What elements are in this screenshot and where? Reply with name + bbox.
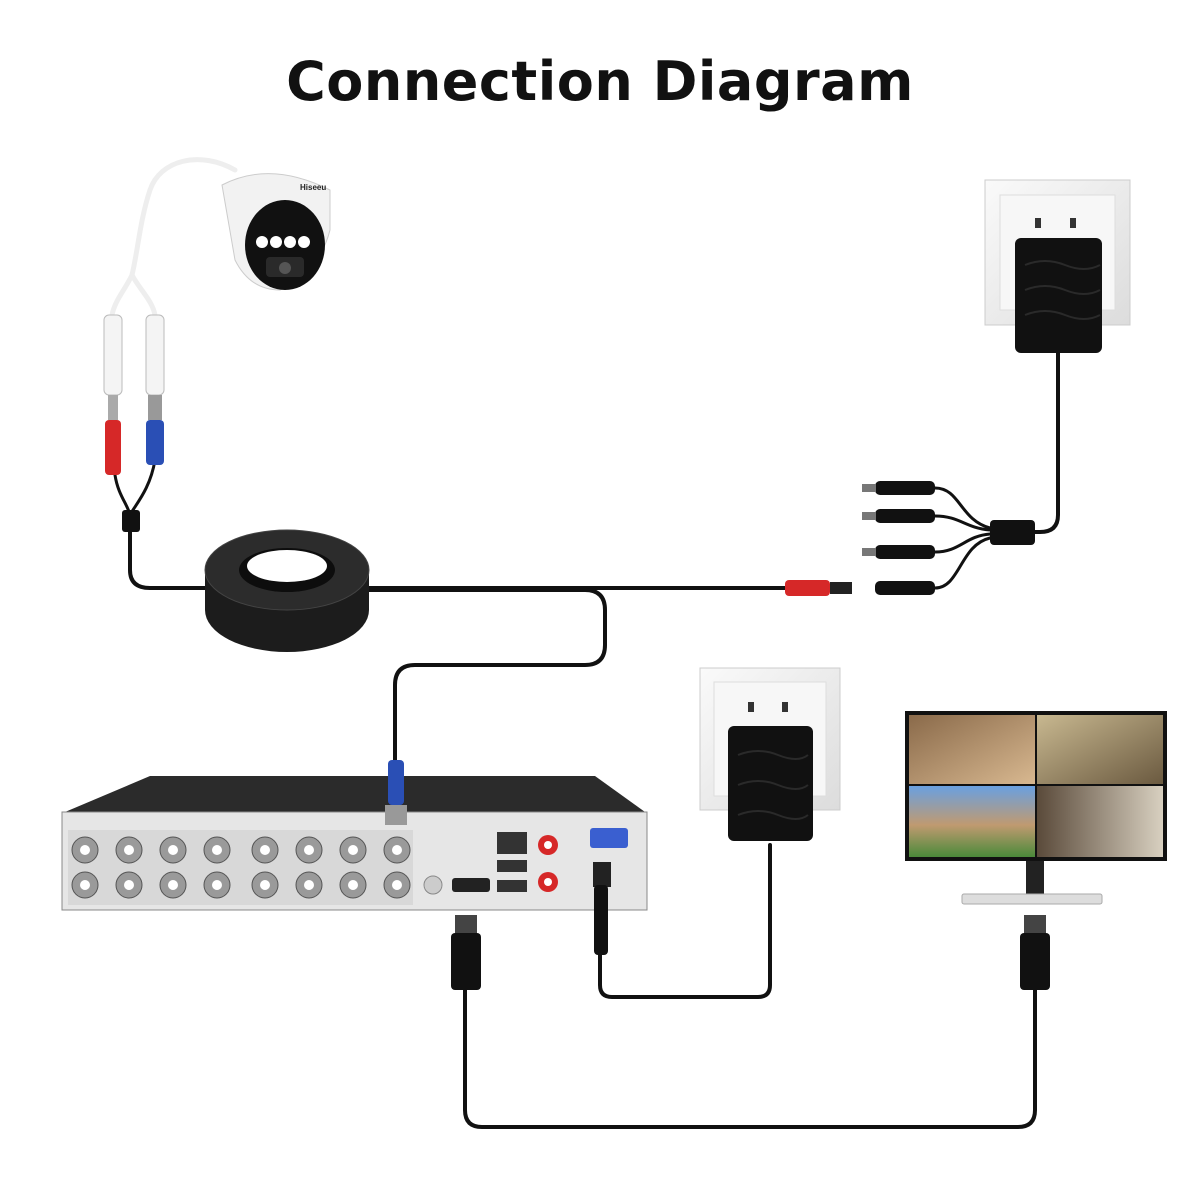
camera-feed-3	[909, 786, 1035, 857]
splitter-lead-1	[933, 486, 992, 530]
dvr-power-plug	[594, 885, 608, 955]
bnc-port-center	[260, 880, 270, 890]
bnc-port-center	[168, 880, 178, 890]
dc-power-connector	[785, 580, 852, 596]
camera-lead-cable	[129, 157, 238, 278]
camera-to-coil-cable	[128, 528, 217, 590]
lan-port	[497, 832, 527, 854]
page-title: Connection Diagram	[286, 50, 914, 113]
splitter-lead-4	[933, 536, 992, 590]
bnc-port-center	[212, 880, 222, 890]
camera-feed-2	[1037, 715, 1163, 784]
dc-power-port	[593, 862, 611, 887]
bnc-port-center	[260, 845, 270, 855]
bnc-port-center	[80, 845, 90, 855]
usb-port	[497, 860, 527, 872]
cables	[109, 157, 1060, 1129]
cable-junction	[122, 510, 140, 532]
bnc-port-center	[124, 880, 134, 890]
camera-feed-1	[909, 715, 1035, 784]
bnc-port-center	[304, 880, 314, 890]
bnc-port-center	[168, 845, 178, 855]
bnc-input-ports	[71, 836, 411, 899]
camera-video-pigtail	[145, 314, 165, 465]
splitter-lead-2	[933, 514, 992, 532]
bnc-port-center	[392, 845, 402, 855]
cable-coil-icon	[204, 529, 370, 652]
bnc-port-center	[304, 845, 314, 855]
dvr-power-adapter-icon	[728, 726, 813, 841]
camera-logo: Hiseeu	[300, 183, 326, 192]
monitor-icon	[905, 711, 1167, 905]
dvr-power-cable	[598, 843, 772, 999]
bnc-port-center	[212, 845, 222, 855]
coil-to-dvr-video-cable	[358, 588, 607, 767]
usb-port	[497, 880, 527, 892]
hdmi-plug-dvr	[451, 915, 481, 990]
bnc-video-connector	[385, 760, 407, 825]
adapter-to-splitter-cable	[1033, 350, 1060, 534]
bnc-port-center	[348, 845, 358, 855]
power-splitter-icon	[862, 481, 1035, 595]
bnc-port-center	[80, 880, 90, 890]
hdmi-cable	[463, 988, 1037, 1129]
hdmi-port	[452, 878, 490, 892]
camera-feed-4	[1037, 786, 1163, 857]
bnc-port-center	[348, 880, 358, 890]
camera-lead-split	[109, 272, 158, 318]
bnc-port-center	[392, 880, 402, 890]
hdmi-plug-monitor	[1020, 915, 1050, 990]
splitter-lead-3	[933, 532, 992, 554]
vga-port	[590, 828, 628, 848]
dvr-recorder-icon	[61, 776, 648, 911]
dome-camera-icon: Hiseeu	[221, 173, 331, 291]
camera-power-adapter-icon	[1015, 238, 1102, 353]
bnc-port-center	[124, 845, 134, 855]
camera-power-pigtail	[103, 314, 123, 475]
